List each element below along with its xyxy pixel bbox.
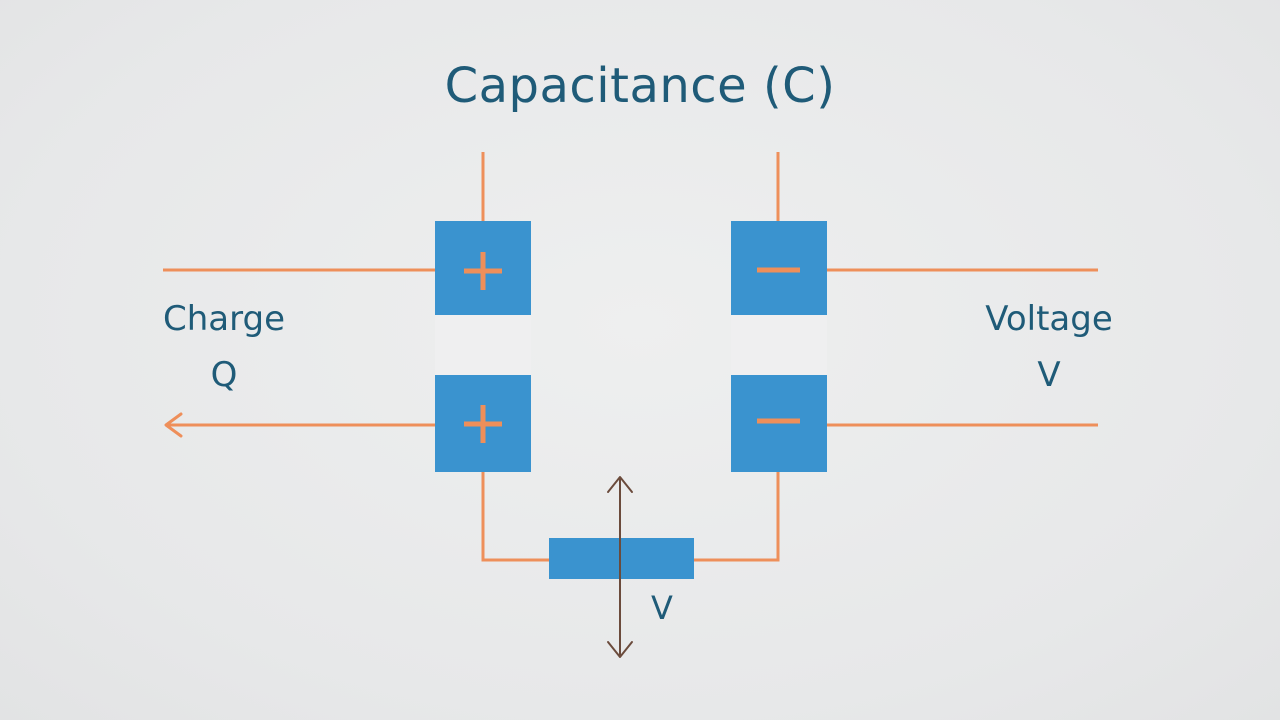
- right-bottom-wire: [694, 472, 780, 562]
- arrow-left-icon: [164, 412, 183, 438]
- left-charge-arrow: [164, 412, 435, 438]
- double-arrow-icon: [607, 476, 633, 658]
- meter-voltage-symbol: V: [651, 589, 673, 627]
- negative-plate: [731, 221, 827, 472]
- negative-plate-gap: [731, 315, 827, 375]
- positive-plate-gap: [435, 315, 531, 375]
- diagram-title: Capacitance (C): [444, 58, 836, 114]
- voltage-symbol: V: [1037, 355, 1061, 395]
- plus-sign-icon: [464, 252, 502, 290]
- charge-label: Charge: [162, 299, 285, 339]
- left-bottom-wire: [481, 472, 550, 562]
- voltage-label: Voltage: [985, 299, 1113, 339]
- positive-plate: [435, 221, 531, 472]
- charge-symbol: Q: [210, 355, 238, 395]
- voltmeter-block: [549, 538, 694, 579]
- plus-sign-icon: [464, 405, 502, 443]
